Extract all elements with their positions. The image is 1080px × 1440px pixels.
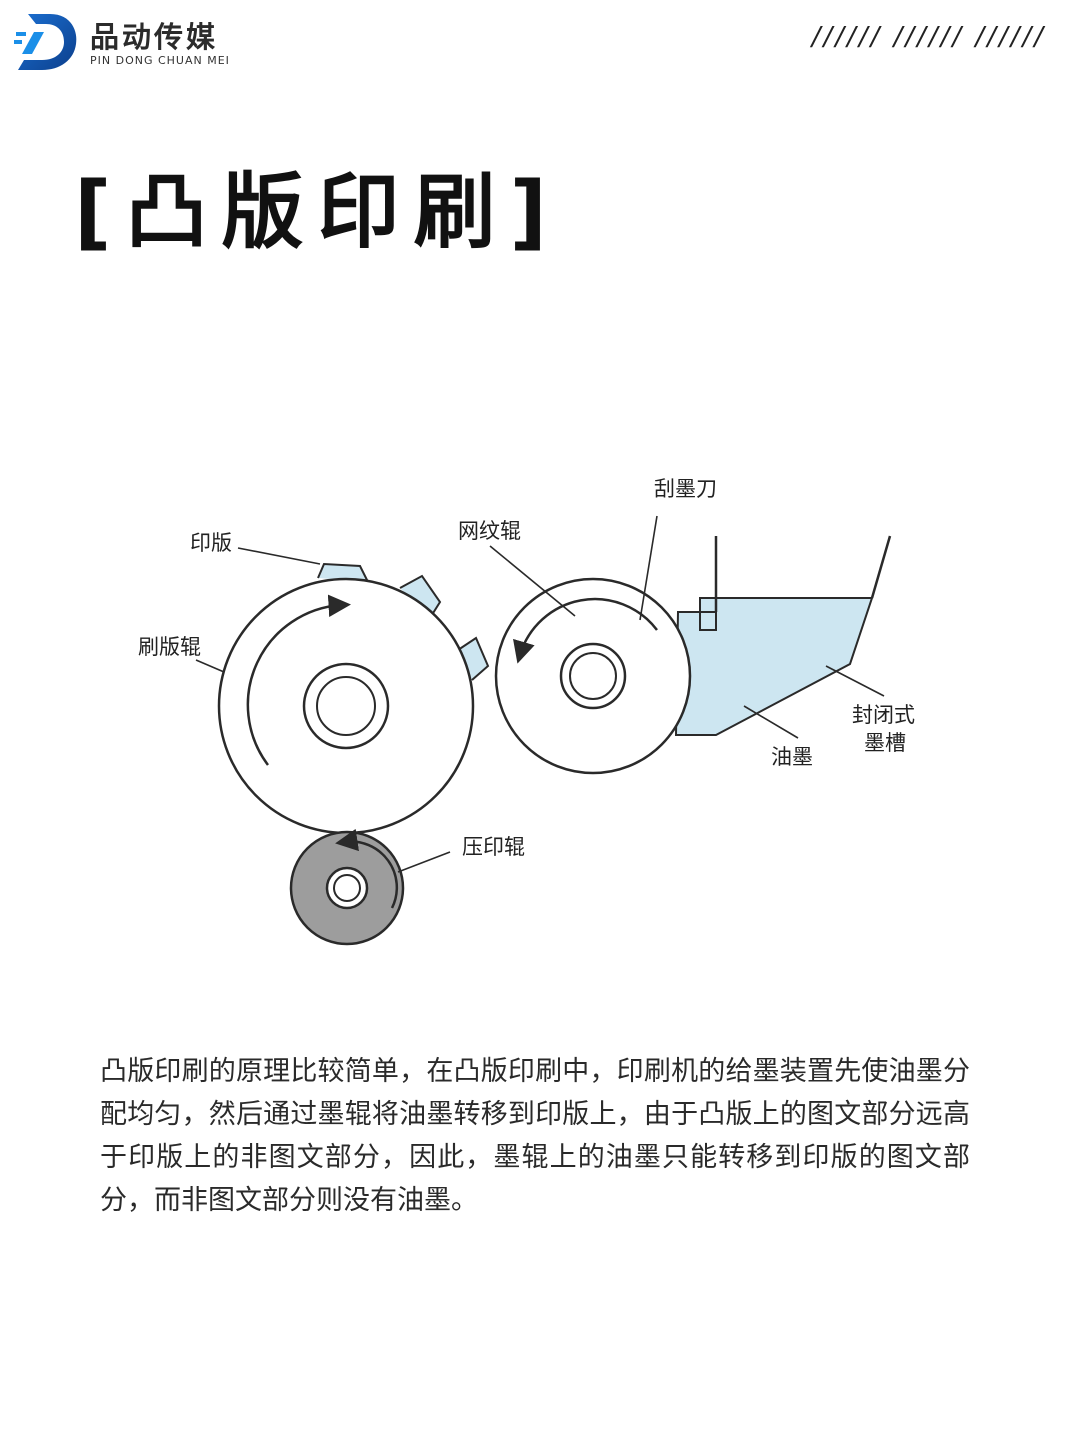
ink-chamber [674, 597, 874, 736]
leader-anilox [489, 545, 576, 617]
label-chamber-line2: 墨槽 [864, 731, 906, 755]
label-anilox-roller: 网纹辊 [458, 519, 521, 543]
brand-logo: 品动传媒 PIN DONG CHUAN MEI [14, 8, 254, 74]
leader-plate [237, 547, 321, 565]
brand-subtitle: PIN DONG CHUAN MEI [90, 54, 230, 67]
label-chamber-line1: 封闭式 [852, 703, 915, 727]
leader-doctor-blade [639, 515, 658, 621]
label-plate-roller: 刷版辊 [138, 635, 201, 659]
letterpress-diagram: 印版 刷版辊 网纹辊 刮墨刀 油墨 封闭式 墨槽 压印辊 [138, 477, 915, 946]
leader-impression [397, 851, 451, 873]
printing-plate-3 [457, 636, 490, 681]
impression-rotation-arrow [335, 828, 399, 909]
decorative-slashes: ////// ////// ////// [811, 22, 1046, 52]
label-impression-roller: 压印辊 [462, 835, 525, 859]
leader-ink [743, 705, 799, 739]
brand-logo-icon [14, 14, 77, 70]
leader-chamber [825, 665, 885, 697]
label-ink: 油墨 [771, 745, 813, 769]
anilox-rotation-arrow [513, 597, 658, 664]
printing-plate-1 [317, 562, 369, 583]
plate-roller-rotation-arrow [246, 594, 351, 766]
chamber-wall-right [870, 535, 892, 599]
brand-name: 品动传媒 [90, 20, 219, 54]
description-paragraph: 凸版印刷的原理比较简单，在凸版印刷中，印刷机的给墨装置先使油墨分配均匀，然后通过… [100, 1056, 970, 1216]
label-plate: 印版 [190, 531, 232, 555]
anilox-roller [494, 577, 692, 775]
printing-plate-2 [399, 574, 442, 619]
leader-plate-roller [195, 659, 225, 673]
impression-roller [289, 828, 405, 946]
label-doctor-blade: 刮墨刀 [654, 477, 717, 501]
plate-roller [217, 577, 475, 835]
page-title: [凸版印刷] [74, 165, 561, 260]
